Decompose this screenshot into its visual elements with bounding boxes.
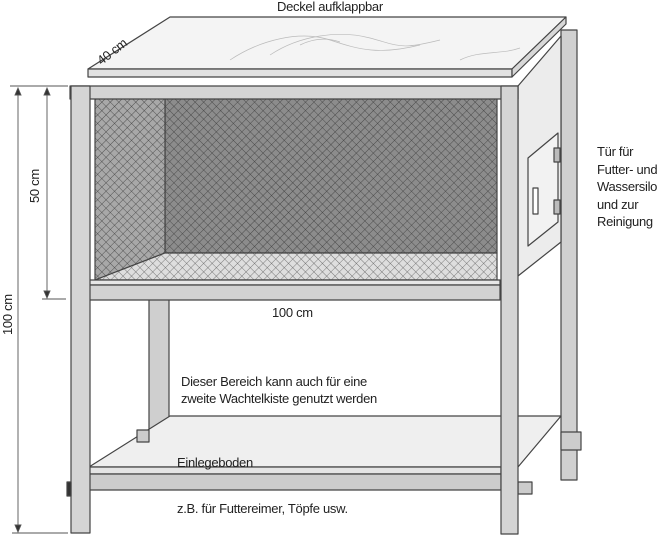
side-door — [527, 132, 559, 247]
door-hinge-bottom — [553, 199, 561, 215]
door-label-line: Wassersilo — [597, 179, 658, 194]
box-bottom-rail — [87, 284, 501, 301]
lid-top — [87, 16, 567, 70]
door-label-line: Futter- und — [597, 161, 658, 177]
left-mesh — [94, 97, 166, 281]
shelf-block-right — [560, 431, 582, 451]
shelf-note: z.B. für Futtereimer, Töpfe usw. — [177, 501, 348, 516]
back-mesh — [164, 97, 498, 254]
width-label: 100 cm — [272, 305, 313, 320]
total-height-label: 100 cm — [0, 294, 15, 335]
floor-mesh — [94, 252, 498, 281]
door-label: Tür für Futter- und Wassersilo und zur R… — [597, 143, 658, 231]
door-label-line: und zur — [597, 196, 639, 212]
lid-side — [511, 16, 567, 78]
shelf-front — [88, 466, 502, 475]
front-right-post — [500, 85, 519, 535]
shelf-block-left — [136, 429, 150, 443]
lid-front — [87, 68, 513, 78]
door-label-line: Reinigung — [597, 214, 653, 229]
area-note-line: Dieser Bereich kann auch für eine — [181, 374, 367, 389]
box-bottom-edge — [87, 279, 501, 286]
area-note: Dieser Bereich kann auch für eine zweite… — [181, 373, 377, 407]
door-handle — [532, 187, 539, 215]
lid-label: Deckel aufklappbar — [277, 0, 383, 14]
back-right-post — [560, 29, 578, 481]
front-left-post — [70, 85, 91, 534]
box-height-label: 50 cm — [27, 169, 42, 203]
door-label-line: Tür für — [597, 144, 634, 159]
shelf-block-front — [517, 481, 533, 495]
shelf-rail — [88, 473, 502, 491]
top-rail — [69, 85, 519, 100]
shelf-top — [88, 415, 562, 468]
area-note-line: zweite Wachtelkiste genutzt werden — [181, 391, 377, 406]
shelf-label: Einlegeboden — [177, 455, 253, 470]
door-hinge-top — [553, 147, 561, 163]
